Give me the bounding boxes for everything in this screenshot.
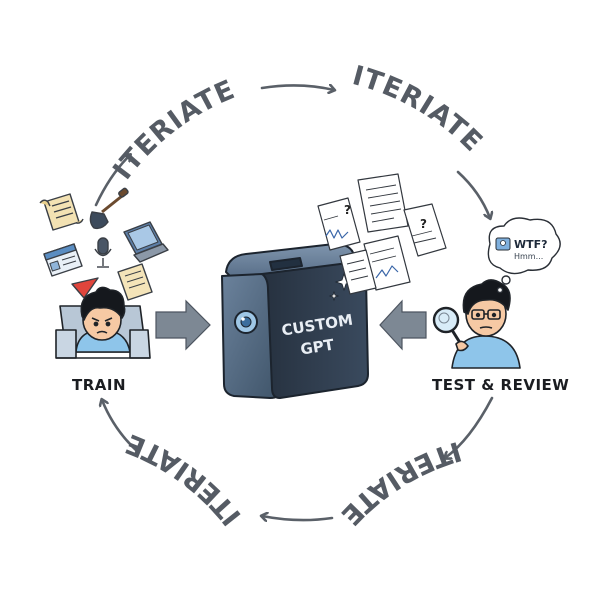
- custom-gpt-label-line2: GPT: [299, 335, 336, 358]
- document-icon: [117, 263, 153, 301]
- question-document-right: ?: [403, 203, 447, 257]
- id-card-icon: [43, 243, 83, 277]
- iterate-label-top-left: ITERIATE: [107, 74, 240, 185]
- test-review-label: TEST & REVIEW: [432, 376, 570, 394]
- train-label: TRAIN: [72, 376, 127, 394]
- text-document-low: [339, 249, 377, 295]
- question-document-left: ?: [317, 197, 361, 251]
- iterate-label-top-right: ITERIATE: [349, 60, 488, 158]
- thought-bubble-line1: WTF?: [514, 238, 548, 251]
- train-character: [55, 286, 151, 359]
- laptop-icon: [123, 221, 169, 263]
- thought-bubble: [487, 217, 561, 294]
- shovel-icon: [89, 187, 129, 230]
- cycle-arrows: [94, 85, 494, 520]
- iterate-label-bottom-right: ITERIATE: [334, 435, 465, 532]
- box-front: [55, 329, 77, 359]
- review-feedback-arrow: [379, 299, 427, 351]
- review-documents: ? ?: [317, 173, 447, 295]
- flag-icon: [71, 277, 99, 299]
- gpt-box-slot: [269, 257, 303, 271]
- scroll-icon: [39, 193, 84, 231]
- text-document-top: [357, 173, 409, 233]
- iterate-label-bottom-left: ITERIATE: [121, 427, 248, 531]
- microphone-icon: [94, 237, 112, 268]
- doc-question-mark-left: ?: [344, 203, 351, 217]
- thought-bubble-line2: Hmm...: [514, 252, 543, 261]
- arrow-train-to-top: [94, 155, 130, 207]
- custom-gpt-box: [221, 243, 369, 399]
- arrow-top-center: [260, 85, 334, 90]
- magnifier-icon: [432, 306, 464, 347]
- train-input-arrow: [155, 299, 211, 351]
- doc-question-mark-right: ?: [420, 217, 427, 231]
- training-materials: [39, 187, 169, 301]
- arrow-left-up: [102, 400, 140, 454]
- arrow-bottom-center: [262, 516, 334, 520]
- arrow-right-bottom: [445, 396, 494, 458]
- boy-hair: [80, 286, 126, 321]
- reviewer-character: [432, 279, 521, 369]
- arrow-right-down: [456, 170, 490, 218]
